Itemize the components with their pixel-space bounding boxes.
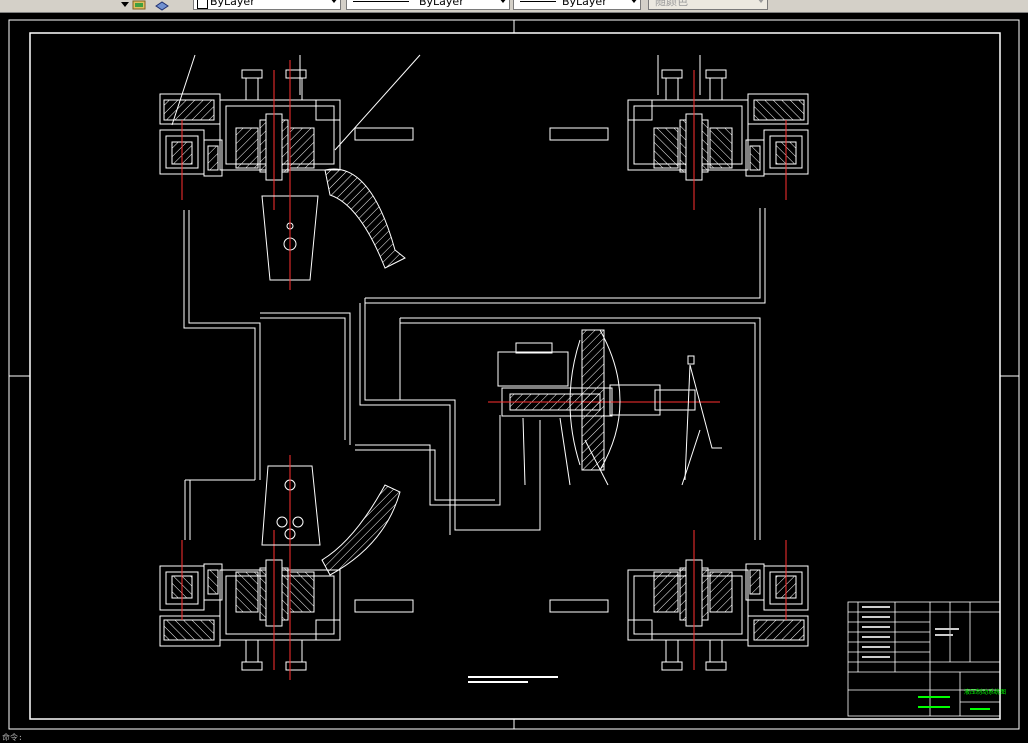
plotstyle-control-value: 随颜色 — [655, 0, 688, 8]
lineweight-preview-icon — [520, 1, 556, 2]
brake-assembly-bottom-left — [159, 529, 414, 671]
lineweight-control-value: ByLayer — [562, 0, 607, 8]
chevron-down-icon — [630, 0, 638, 3]
title-block-green-marks — [918, 696, 990, 710]
drawing-frame — [8, 19, 1020, 730]
drawing-canvas[interactable]: 液压制动系统图 — [0, 13, 1028, 741]
color-swatch-icon — [197, 0, 208, 9]
command-line[interactable]: 命令: — [0, 733, 1028, 742]
title-block-name: 液压制动系统图 — [964, 688, 1006, 696]
linetype-control-combo[interactable]: ByLayer — [346, 0, 510, 10]
lineweight-control-combo[interactable]: ByLayer — [513, 0, 641, 10]
annotation-leaders — [522, 55, 701, 486]
title-block-text — [862, 606, 959, 658]
brake-assembly-top-left — [159, 54, 421, 290]
properties-toolbar: ByLayer ByLayer ByLayer 随颜色 — [0, 0, 1028, 13]
chevron-down-icon — [330, 0, 338, 3]
brake-assembly-bottom-right — [549, 529, 809, 671]
dropdown-arrow-icon[interactable] — [118, 0, 132, 11]
brake-assembly-top-right — [549, 69, 809, 211]
linetype-preview-icon — [353, 1, 409, 2]
plotstyle-control-combo[interactable]: 随颜色 — [648, 0, 768, 10]
layer-previous-icon[interactable] — [155, 0, 169, 11]
chevron-down-icon — [499, 0, 507, 3]
brake-lines — [183, 208, 766, 540]
title-block — [847, 601, 1001, 717]
color-control-combo[interactable]: ByLayer — [193, 0, 341, 10]
linetype-control-value: ByLayer — [419, 0, 464, 8]
technical-notes — [468, 676, 558, 683]
color-control-value: ByLayer — [210, 0, 255, 8]
layer-states-icon[interactable] — [132, 0, 146, 11]
chevron-down-icon — [757, 0, 765, 3]
master-cylinder-booster — [488, 329, 722, 481]
command-prompt: 命令: — [2, 733, 23, 742]
knuckle-bottom-left — [261, 455, 401, 680]
